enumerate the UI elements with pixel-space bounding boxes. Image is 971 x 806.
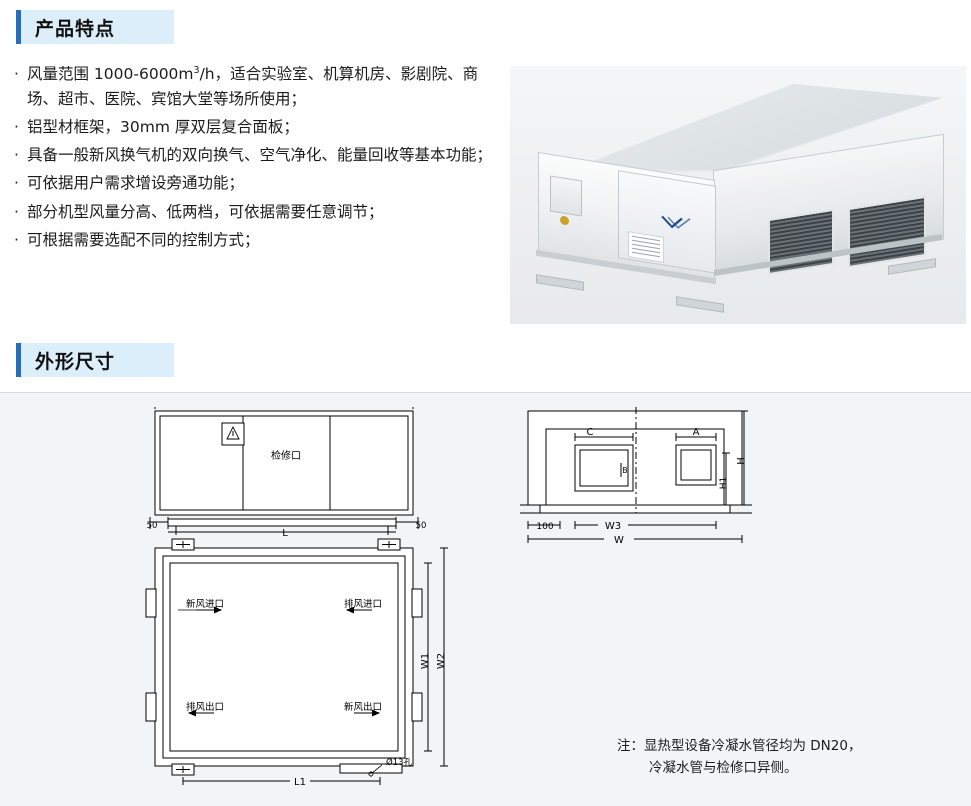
feature-text: 铝型材框架，30mm 厚双层复合面板； — [27, 118, 299, 137]
label-fresh-air-inlet: 新风进口 — [186, 598, 224, 610]
label-L1: L1 — [294, 777, 306, 788]
label-W: W — [614, 535, 624, 546]
plan-view — [145, 538, 448, 785]
air-grille-right — [848, 195, 926, 269]
feature-list: · 风量范围 1000-6000m3/h，适合实验室、机算机房、影剧院、商场、超… — [14, 62, 496, 256]
label-length-L: L — [282, 528, 288, 539]
list-item: · 铝型材框架，30mm 厚双层复合面板； — [14, 115, 496, 140]
feature-text: 可依据用户需求增设旁通功能； — [27, 174, 245, 193]
list-item: · 部分机型风量分高、低两档，可依据需要任意调节； — [14, 200, 496, 225]
front-elevation-view — [149, 407, 419, 535]
feature-text: 部分机型风量分高、低两档，可依据需要任意调节； — [27, 202, 384, 221]
feature-text: 可根据需要选配不同的控制方式； — [27, 230, 260, 249]
label-H1: H1 — [719, 477, 729, 490]
bullet-icon: · — [14, 118, 19, 137]
feature-text: 风量范围 1000-6000m3/h，适合实验室、机算机房、影剧院、商场、超市、… — [27, 64, 479, 109]
section-header-dimensions-label: 外形尺寸 — [35, 350, 116, 373]
bullet-icon: · — [14, 230, 19, 249]
label-access-panel: 检修口 — [271, 449, 301, 462]
list-item: · 具备一般新风换气机的双向换气、空气净化、能量回收等基本功能； — [14, 143, 496, 168]
bullet-icon: · — [14, 174, 19, 193]
section-header-features-label: 产品特点 — [35, 17, 116, 40]
label-fresh-air-outlet: 新风出口 — [344, 701, 382, 713]
label-W2: W2 — [436, 653, 447, 669]
feature-text: 具备一般新风换气机的双向换气、空气净化、能量回收等基本功能； — [27, 146, 493, 165]
footnote: 注：显热型设备冷凝水管径均为 DN20， 冷凝水管与检修口异侧。 — [617, 735, 957, 780]
label-right-50: 50 — [416, 521, 427, 531]
label-C: C — [587, 427, 594, 438]
footnote-line-1: 注：显热型设备冷凝水管径均为 DN20， — [617, 738, 862, 754]
section-header-dimensions: 外形尺寸 — [16, 343, 174, 377]
list-item: · 可依据用户需求增设旁通功能； — [14, 171, 496, 196]
control-box — [550, 175, 582, 217]
label-exhaust-air-inlet: 排风进口 — [344, 598, 382, 610]
label-W3: W3 — [605, 521, 621, 532]
section-header-features: 产品特点 — [16, 10, 174, 44]
list-item: · 可根据需要选配不同的控制方式； — [14, 228, 496, 253]
label-B: B — [622, 466, 627, 475]
list-item: · 风量范围 1000-6000m3/h，适合实验室、机算机房、影剧院、商场、超… — [14, 62, 496, 112]
label-W1: W1 — [420, 653, 431, 669]
brand-logo-icon — [661, 215, 691, 229]
side-section-view — [520, 407, 752, 543]
label-left-50: 50 — [147, 521, 158, 531]
nameplate — [628, 231, 664, 263]
bullet-icon: · — [14, 146, 19, 165]
label-exhaust-air-outlet: 排风出口 — [186, 701, 224, 713]
product-photo — [510, 66, 966, 324]
dimension-drawings-svg: 检修口 50 50 L 新风进口 排风进口 排风出口 新风出口 W1 W2 L1… — [145, 407, 752, 788]
dimension-drawing-panel: 检修口 50 50 L 新风进口 排风进口 排风出口 新风出口 W1 W2 L1… — [0, 392, 971, 806]
label-A: A — [693, 427, 700, 438]
footnote-line-2: 冷凝水管与检修口异侧。 — [649, 760, 798, 777]
label-H: H — [736, 457, 747, 465]
bullet-icon: · — [14, 202, 19, 221]
superscript: 3 — [193, 64, 200, 76]
label-hole-diameter: Ø13孔 — [386, 757, 413, 768]
bullet-icon: · — [14, 65, 19, 83]
label-100: 100 — [536, 522, 553, 532]
